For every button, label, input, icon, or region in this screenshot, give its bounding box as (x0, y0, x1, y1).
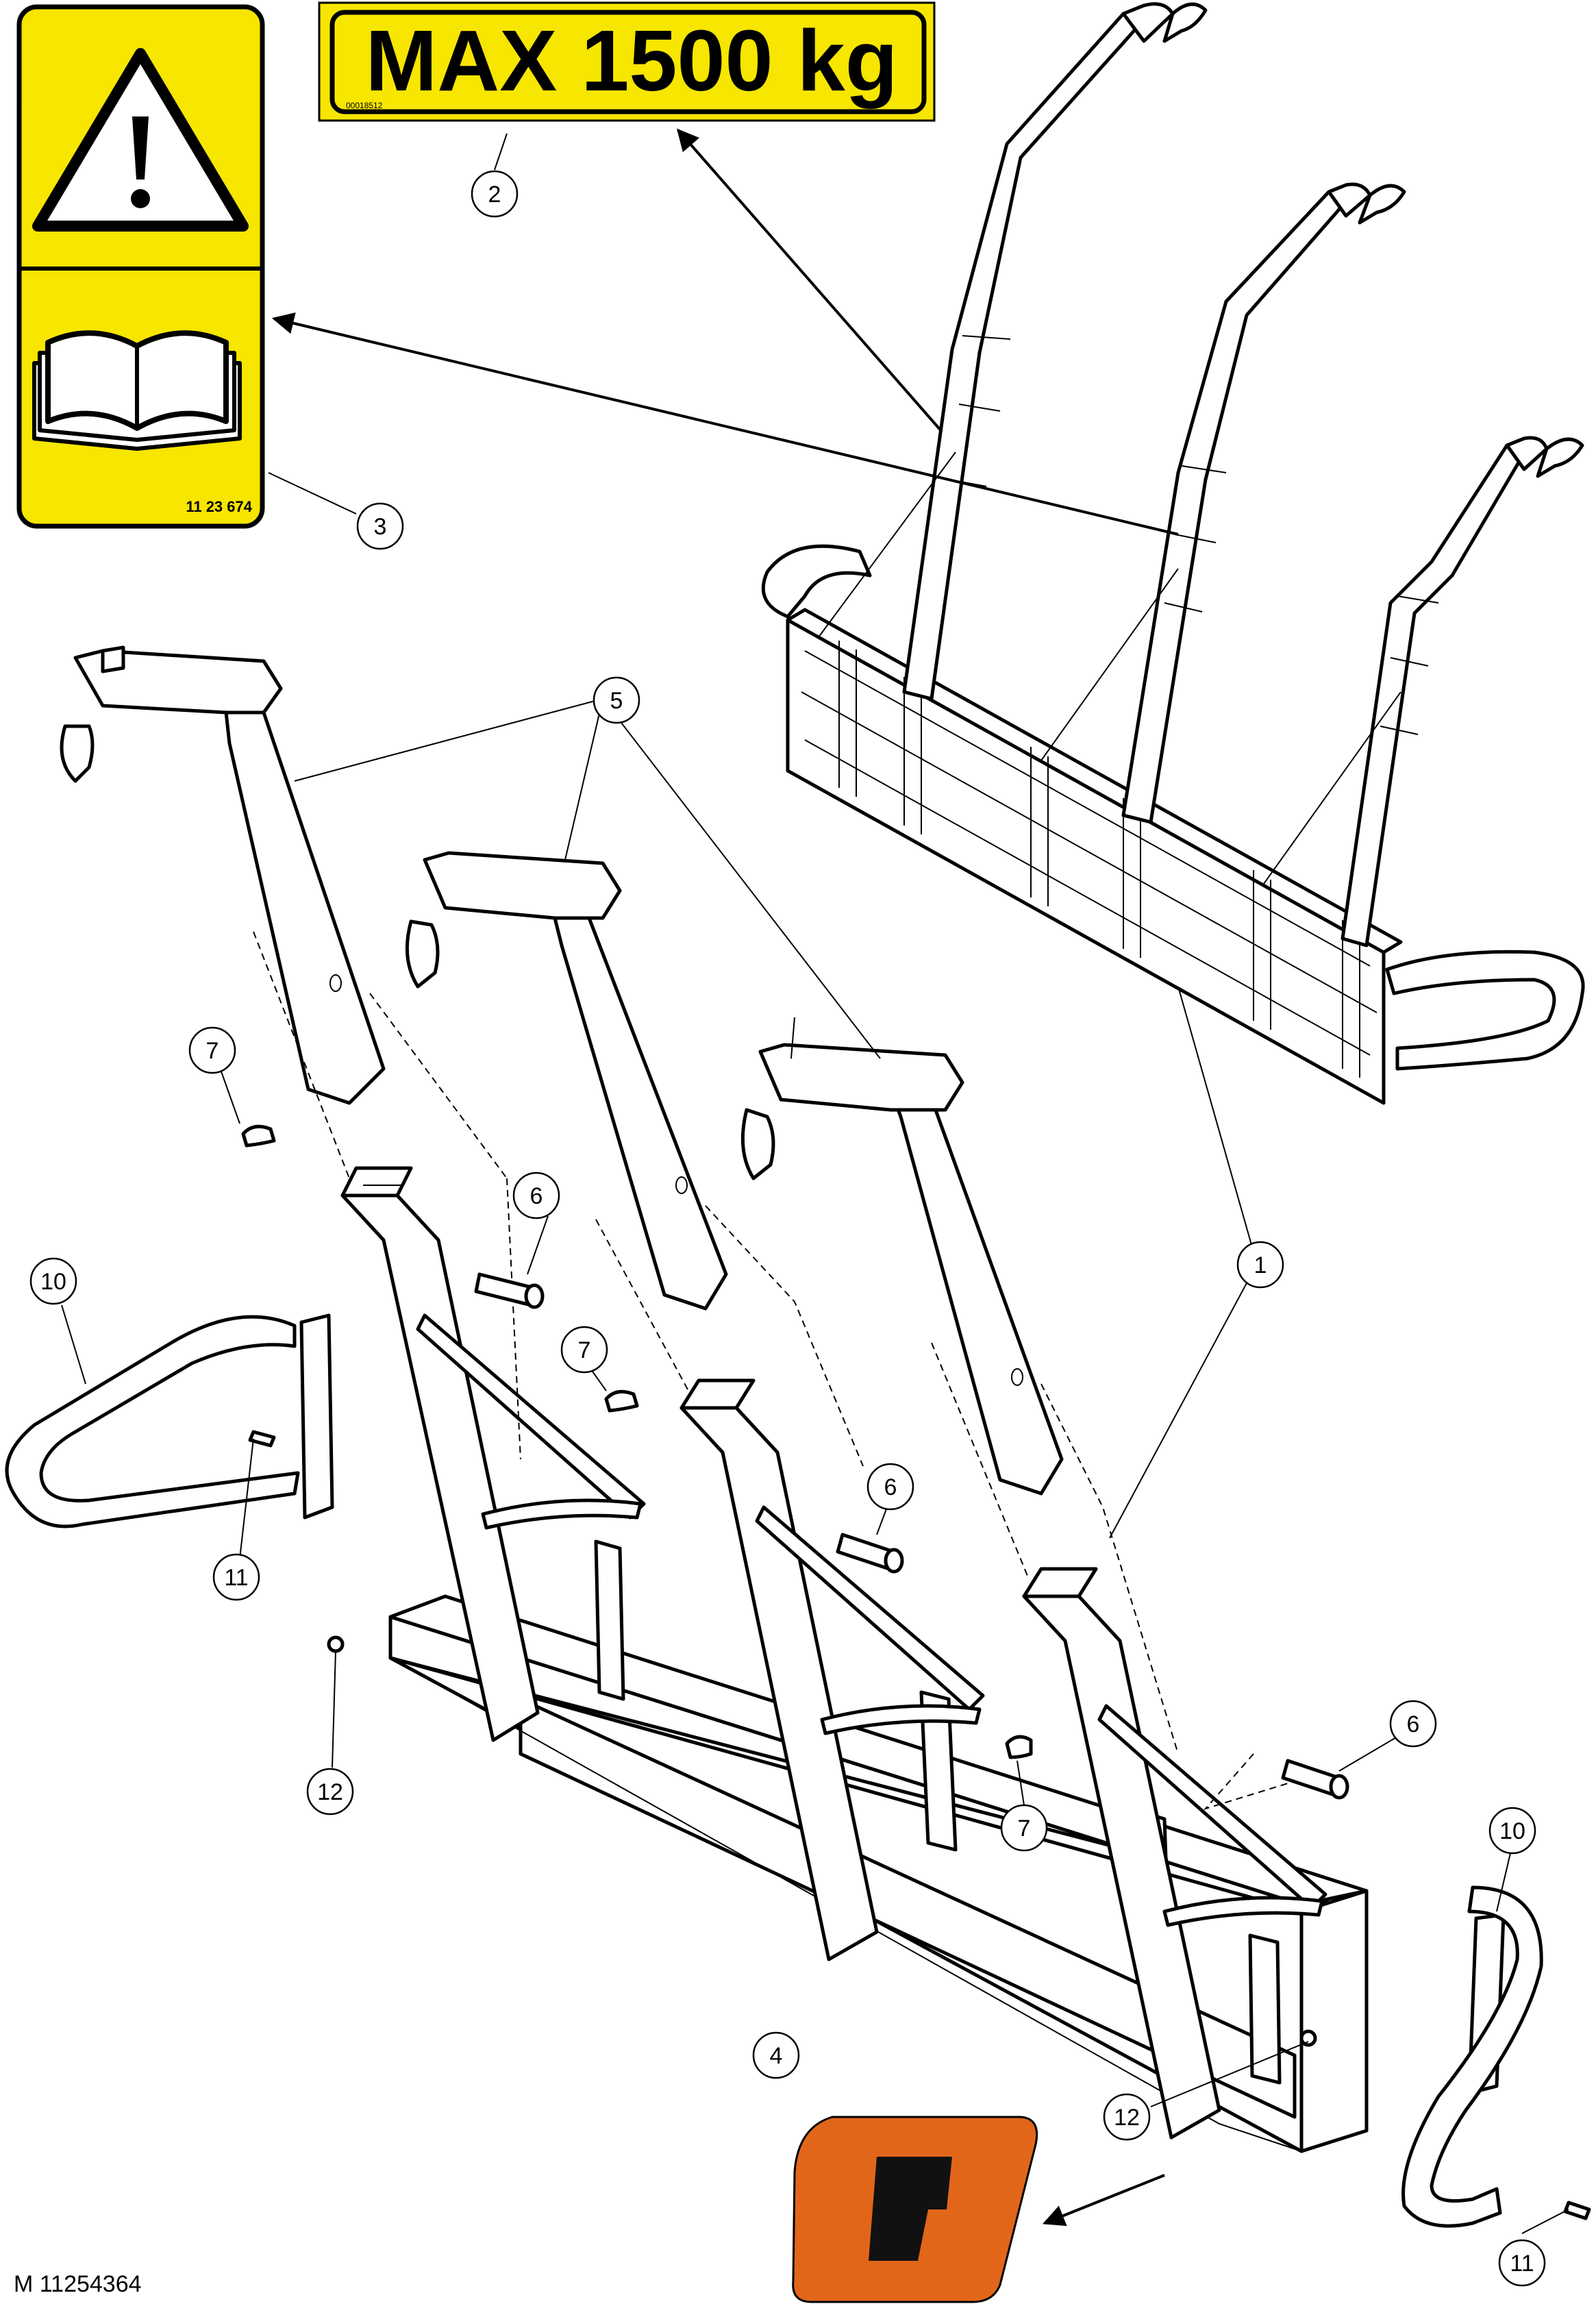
max-load-code: 00018512 (346, 101, 383, 110)
alignment-lines (253, 931, 1295, 1810)
max-load-label: MAX 1500 kg 00018512 (318, 1, 936, 122)
tine-left (60, 645, 386, 1105)
upright-middle (679, 1378, 879, 1961)
callout-12b: 12 (1114, 2105, 1140, 2131)
assembled-tine-3 (1341, 436, 1584, 947)
pin-1 (474, 1272, 545, 1309)
leader-lines (61, 128, 1569, 2234)
tine-middle (405, 851, 728, 1311)
callout-7c: 7 (1018, 1816, 1031, 1842)
callout-7a: 7 (206, 1038, 219, 1064)
assembled-tine-2 (1121, 182, 1406, 824)
side-handle-left (5, 1313, 334, 1528)
warning-label-code: 11 23 674 (186, 498, 252, 515)
callout-11b: 11 (1510, 2251, 1534, 2277)
manual-book-icon (32, 330, 242, 451)
callout-numbers: 1 2 3 4 5 6 6 6 7 7 7 10 10 11 11 12 12 (40, 182, 1534, 2277)
callout-2-b: 2 (488, 182, 501, 208)
callouts (29, 170, 1546, 2287)
callout-5: 5 (610, 688, 623, 714)
figure-id: M 11254364 (14, 2271, 142, 2297)
upright-left (340, 1166, 540, 1742)
exploded-fork-view (5, 645, 1591, 2228)
bolts-and-nuts (248, 1430, 1591, 2220)
callout-6b: 6 (884, 1474, 897, 1500)
pin-2 (836, 1533, 904, 1574)
clip-3 (1005, 1735, 1033, 1759)
callout-11a: 11 (224, 1565, 248, 1591)
callout-10a: 10 (40, 1269, 66, 1295)
callout-6a: 6 (530, 1183, 543, 1209)
side-handle-right (1401, 1885, 1543, 2228)
callout-4: 4 (770, 2043, 783, 2069)
callout-7b: 7 (578, 1337, 591, 1363)
callout-10b: 10 (1499, 1818, 1525, 1844)
braces (416, 1313, 1327, 1927)
clip-2 (604, 1389, 639, 1413)
warning-triangle-icon (32, 48, 249, 232)
upright-right (1022, 1567, 1221, 2140)
assembled-fork-view (761, 2, 1585, 1105)
max-load-text: MAX 1500 kg (365, 12, 897, 109)
tine-right (740, 1043, 1064, 1496)
callout-6c: 6 (1407, 1711, 1420, 1737)
callout-12a: 12 (317, 1779, 343, 1805)
callout-1-b: 1 (1254, 1252, 1267, 1278)
warning-label: 11 23 674 (16, 4, 265, 529)
brand-logo-decal (792, 2116, 1038, 2303)
callout-3: 3 (374, 514, 387, 540)
pin-3 (1281, 1759, 1349, 1800)
clip-1 (241, 1124, 276, 1148)
